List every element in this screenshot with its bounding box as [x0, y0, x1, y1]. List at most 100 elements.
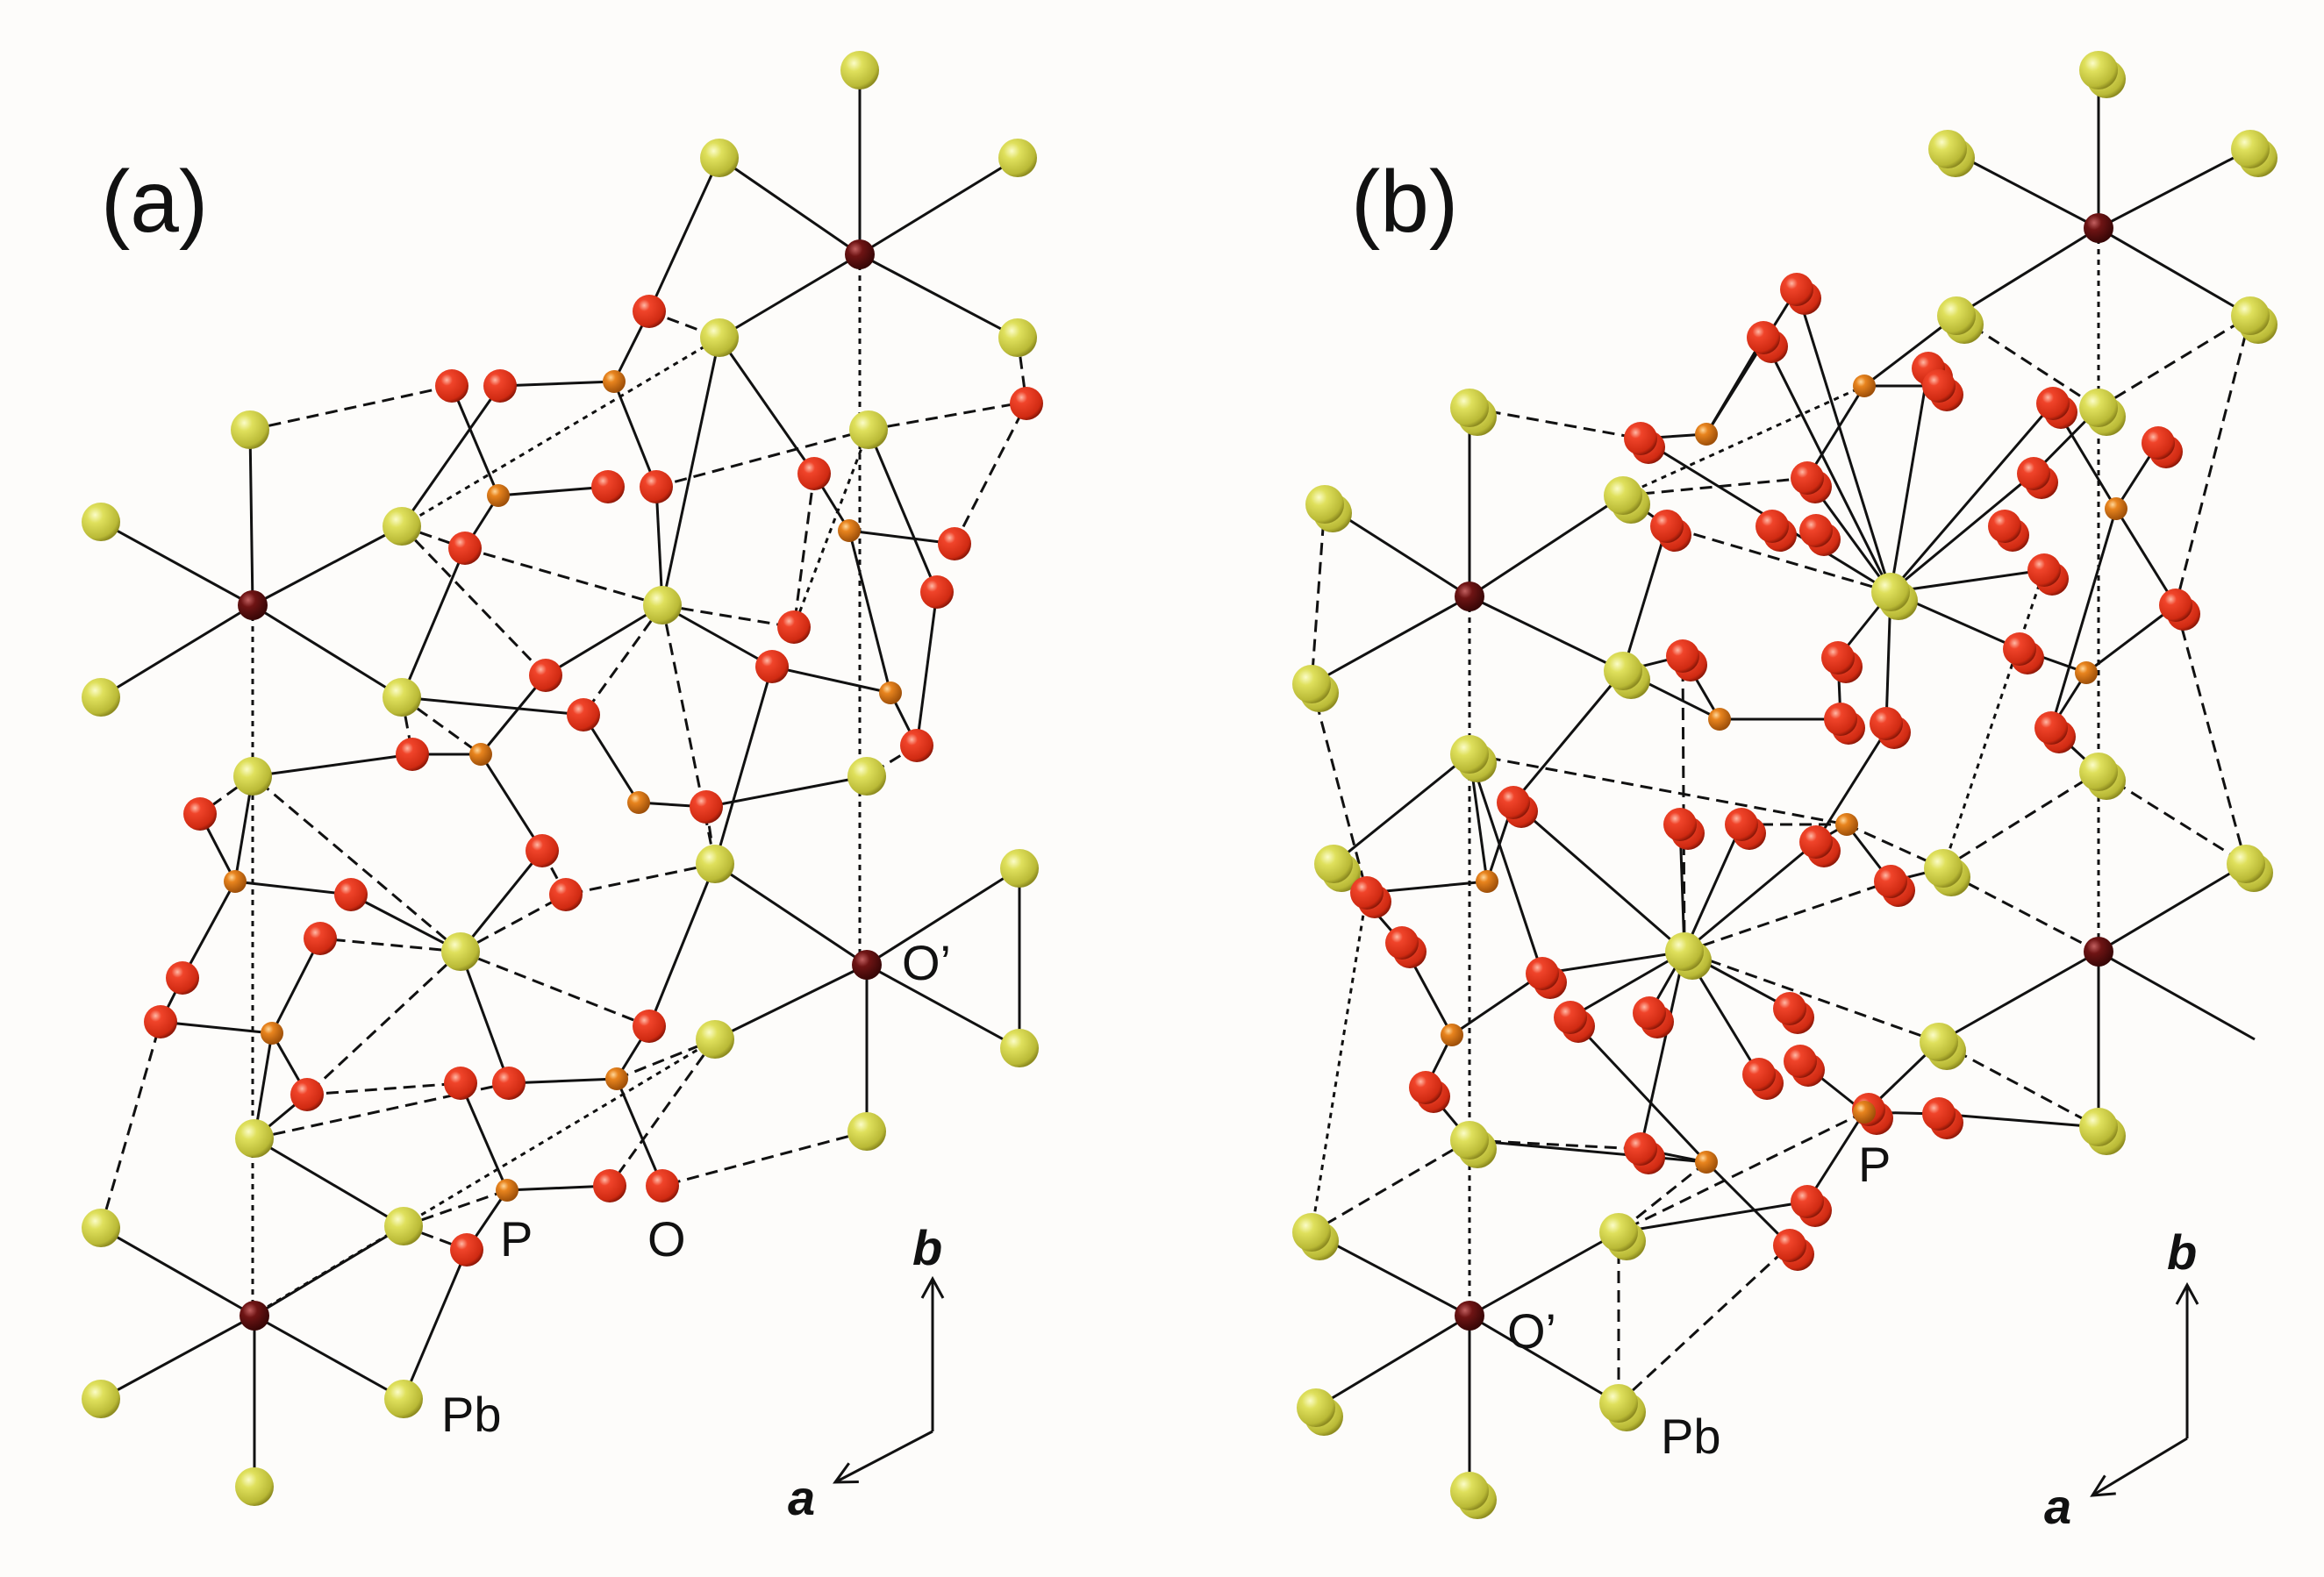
bond-dashed [582, 604, 664, 716]
bond-solid [714, 862, 868, 967]
a-axis-arrow [834, 1430, 933, 1484]
bond-solid [1469, 595, 1624, 673]
pb-atom [2227, 845, 2265, 883]
bond-dashed [608, 1038, 717, 1187]
bond-solid [499, 380, 615, 388]
oxygen-atom [1780, 273, 1813, 306]
axis-label-a-panel-b: a [2044, 1479, 2072, 1534]
bond-solid [100, 1314, 255, 1401]
oxygen-atom [938, 527, 971, 560]
bond-solid [1512, 670, 1625, 803]
pb-atom [2079, 389, 2118, 427]
bond-solid [867, 429, 939, 593]
o-prime-atom [240, 1301, 269, 1331]
pb-atom [1292, 1213, 1331, 1252]
bond-dashed [1938, 1040, 2099, 1129]
oxygen-atom [2027, 553, 2061, 587]
bond-dashed [1684, 880, 1891, 953]
phosphorus-atom [1695, 423, 1718, 446]
pb-atom [1450, 1121, 1489, 1160]
bond-solid [647, 863, 717, 1027]
oxygen-atom [1784, 1045, 1817, 1078]
bond-solid [254, 1224, 404, 1317]
bond-dashed [305, 950, 462, 1096]
bond-solid [859, 156, 1019, 256]
oxygen-atom [1988, 510, 2021, 543]
bond-solid [1311, 595, 1470, 686]
oxygen-atom [777, 610, 811, 644]
bond-solid [719, 253, 861, 339]
bond-dashed [565, 862, 716, 896]
bond-solid [771, 665, 891, 695]
oxygen-atom [483, 369, 517, 403]
phosphorus-atom [627, 791, 650, 814]
bond-solid [1938, 950, 2099, 1044]
bond-solid [400, 547, 467, 698]
bond-dashed [460, 950, 650, 1028]
bond-solid [459, 951, 511, 1084]
atom-label-oprime-b: O’ [1507, 1303, 1556, 1359]
oxygen-atom [2034, 711, 2068, 745]
phosphorus-atom [879, 681, 902, 704]
pb-atom [847, 1112, 886, 1151]
oxygen-atom [290, 1078, 324, 1111]
pb-atom [1937, 296, 1976, 335]
bond-solid [1469, 494, 1624, 598]
axis-label-a-panel-a: a [788, 1470, 816, 1525]
bond-solid [181, 881, 237, 979]
oxygen-atom [567, 698, 600, 731]
bond-solid [479, 674, 547, 755]
bond-solid [497, 485, 609, 497]
bond-solid [270, 938, 322, 1034]
bond-solid [1569, 1016, 1708, 1164]
pb-atom [1928, 130, 1967, 168]
phosphorus-atom [2075, 661, 2098, 684]
atom-label-o-a: O [647, 1211, 686, 1267]
oxygen-atom [1773, 1229, 1806, 1262]
bond-solid [1890, 568, 2045, 594]
phosphorus-atom [496, 1179, 518, 1202]
pb-atom [1450, 735, 1489, 774]
bond-solid [252, 524, 403, 607]
oxygen-atom [1650, 510, 1684, 543]
bond-solid [2049, 508, 2118, 729]
oxygen-atom [1725, 808, 1758, 841]
bond-solid [100, 603, 254, 699]
oxygen-atom [640, 470, 673, 503]
bond-dashed [792, 473, 816, 628]
pb-atom [1297, 1388, 1335, 1427]
bond-solid [859, 253, 1019, 339]
bond-dashed [1618, 1110, 1865, 1234]
bond-solid [2098, 226, 2251, 318]
oxygen-atom [2036, 387, 2070, 420]
pb-atom [82, 678, 120, 717]
bond-solid [1814, 723, 1892, 843]
bond-solid [1570, 950, 1685, 1019]
bond-solid [2098, 950, 2256, 1041]
bond-dashed [1469, 406, 1641, 440]
o-prime-atom [845, 239, 875, 269]
oxygen-atom [304, 922, 337, 955]
bond-solid [2085, 603, 2177, 674]
atom-label-pb-a: Pb [441, 1387, 502, 1442]
bond-solid [2098, 862, 2247, 953]
bond-solid [100, 520, 254, 607]
pb-atom [231, 410, 269, 449]
pb-atom [2079, 1108, 2118, 1146]
bond-solid [1333, 753, 1470, 866]
oxygen-atom [183, 797, 217, 831]
oxygen-atom [1791, 461, 1824, 495]
oxygen-atom [1666, 639, 1699, 673]
pb-atom [235, 1467, 274, 1506]
panel-label-b: (b) [1351, 153, 1459, 251]
oxygen-atom [1633, 996, 1666, 1030]
bond-dashed [1622, 476, 1808, 497]
bond-solid [252, 753, 413, 778]
bond-dashed [953, 403, 1028, 545]
pb-atom [700, 139, 739, 177]
oxygen-atom [1663, 808, 1697, 841]
pb-atom [1599, 1213, 1638, 1252]
bond-solid [1315, 1314, 1470, 1409]
oxygen-atom [755, 650, 789, 683]
